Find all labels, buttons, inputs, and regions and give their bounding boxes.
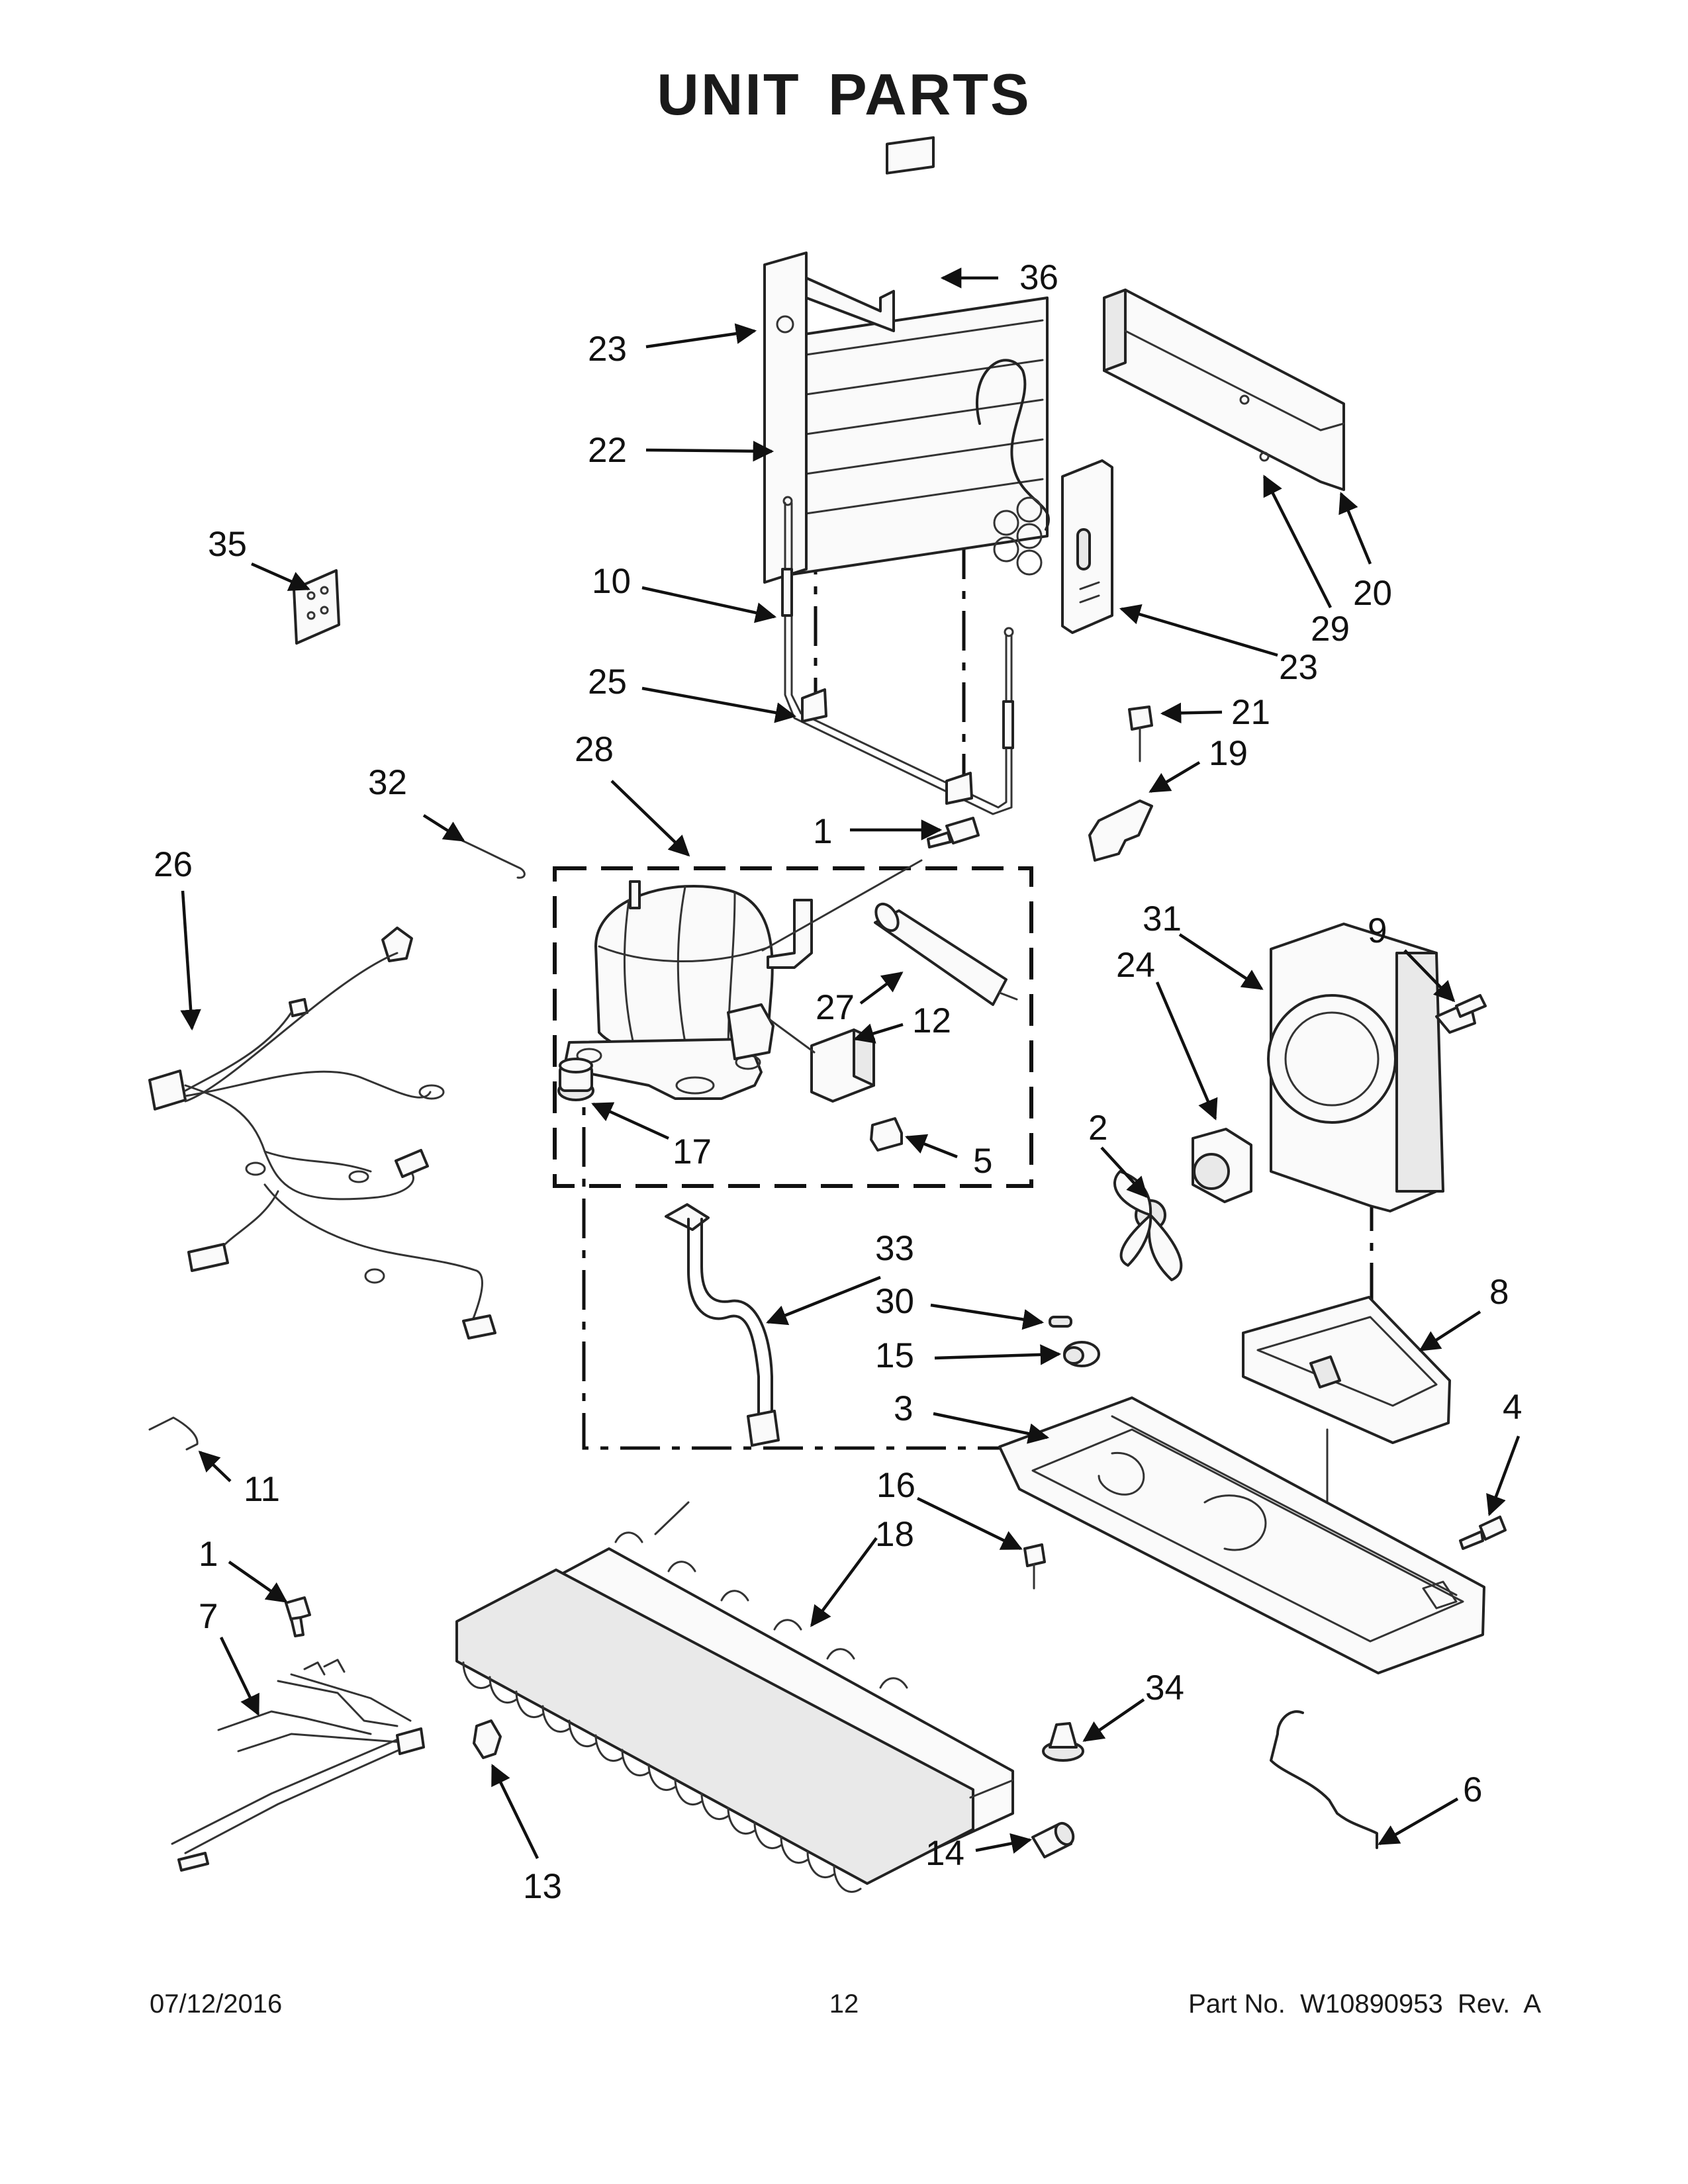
- drain-pan-part-8: [1242, 1296, 1451, 1444]
- callout-9: 9: [1368, 911, 1387, 950]
- callout-33: 33: [875, 1229, 914, 1268]
- callout-7: 7: [199, 1597, 218, 1636]
- callout-23-left: 23: [588, 330, 627, 369]
- base-plate-part-3: [998, 1396, 1485, 1674]
- callout-16: 16: [876, 1466, 915, 1505]
- heater-bracket-part-25: [801, 688, 827, 723]
- callout-labels: 36 23 22 10 25 28 35 32 26 1 27 12 17 5 …: [154, 258, 1522, 1906]
- footer-part-number: Part No. W10890953 Rev. A: [1188, 1989, 1541, 2019]
- callout-15: 15: [875, 1336, 914, 1375]
- page-title: UNIT PARTS: [657, 62, 1031, 127]
- callout-2: 2: [1088, 1109, 1107, 1148]
- fan-shroud-part-31: [1267, 923, 1444, 1212]
- evaporator-cover-part-20: [1103, 289, 1345, 491]
- control-board-part-35: [293, 569, 340, 645]
- drain-tube-part-33: [665, 1203, 780, 1447]
- relay-part-12: [768, 1018, 875, 1103]
- evaporator-part-22: [767, 296, 1051, 581]
- wire-harness-part-26: [148, 927, 496, 1340]
- screw-part-4: [1459, 1516, 1507, 1550]
- callout-4: 4: [1503, 1388, 1522, 1427]
- callout-6: 6: [1463, 1770, 1482, 1809]
- callout-32: 32: [368, 763, 407, 802]
- grommet-part-15: [1063, 1341, 1100, 1367]
- callout-3: 3: [894, 1389, 913, 1428]
- footer-page-number: 12: [829, 1989, 859, 2019]
- strap-part-32: [449, 834, 526, 879]
- bracket-part-19: [1088, 799, 1153, 862]
- callout-leader-lines: [180, 267, 1521, 1859]
- defrost-heater-part-10: [781, 496, 1014, 815]
- callout-22: 22: [588, 431, 627, 470]
- callout-21: 21: [1231, 693, 1270, 732]
- callout-23-right: 23: [1279, 648, 1318, 687]
- bolt-part-1-top: [927, 817, 980, 848]
- wiring-bracket-part-7: [171, 1659, 425, 1872]
- callout-30: 30: [875, 1282, 914, 1321]
- dryer-part-27: [874, 902, 1018, 1006]
- callout-1-bottom: 1: [199, 1535, 218, 1574]
- footer-date: 07/12/2016: [150, 1989, 283, 2019]
- fan-motor-part-24: [1192, 1128, 1252, 1203]
- evaporator-bracket-part-23-right: [1061, 459, 1113, 634]
- thermostat-part-34: [1042, 1722, 1084, 1762]
- clip-part-11: [148, 1416, 199, 1451]
- sleeve-part-14: [1031, 1821, 1075, 1858]
- callout-5: 5: [973, 1142, 992, 1181]
- screw-part-9: [1435, 994, 1487, 1034]
- evaporator-bracket-part-23-left: [763, 251, 895, 584]
- callout-10: 10: [592, 562, 631, 601]
- callout-28: 28: [575, 730, 614, 769]
- callout-29: 29: [1311, 610, 1350, 649]
- bolt-to-compressor-line: [761, 859, 923, 952]
- label-part-36: [886, 136, 935, 175]
- callout-27: 27: [816, 988, 855, 1027]
- condenser-part-18: [455, 1501, 1014, 1893]
- callout-11: 11: [244, 1470, 280, 1509]
- clip-part-13: [473, 1719, 502, 1759]
- callout-17: 17: [673, 1132, 712, 1171]
- callout-26: 26: [154, 845, 193, 884]
- fan-blade-part-2: [1113, 1170, 1183, 1281]
- callout-24: 24: [1116, 946, 1155, 985]
- callout-31: 31: [1143, 899, 1182, 938]
- callout-1-top: 1: [813, 812, 832, 851]
- callout-36: 36: [1019, 258, 1058, 297]
- grommet-part-17: [557, 1058, 594, 1101]
- cap-part-30: [1049, 1316, 1072, 1328]
- callout-20: 20: [1353, 574, 1392, 613]
- bolt-part-1-bottom: [285, 1596, 311, 1637]
- callout-19: 19: [1209, 734, 1248, 773]
- callout-13: 13: [523, 1867, 562, 1906]
- screw-part-16: [1023, 1543, 1046, 1590]
- callout-35: 35: [208, 525, 247, 564]
- overload-cap-part-5: [870, 1117, 903, 1152]
- callout-12: 12: [912, 1001, 951, 1040]
- heater-bracket-part-25-b: [945, 772, 973, 805]
- compressor: [565, 880, 813, 1100]
- callout-18: 18: [875, 1515, 914, 1554]
- base-dashdot-line: [582, 1056, 1033, 1450]
- callout-14: 14: [925, 1834, 964, 1873]
- callout-34: 34: [1145, 1668, 1184, 1707]
- callout-8: 8: [1489, 1273, 1509, 1312]
- callout-25: 25: [588, 662, 627, 702]
- compressor-group-box: [553, 866, 1033, 1188]
- wire-part-6: [1270, 1710, 1378, 1849]
- screw-part-21: [1128, 705, 1153, 762]
